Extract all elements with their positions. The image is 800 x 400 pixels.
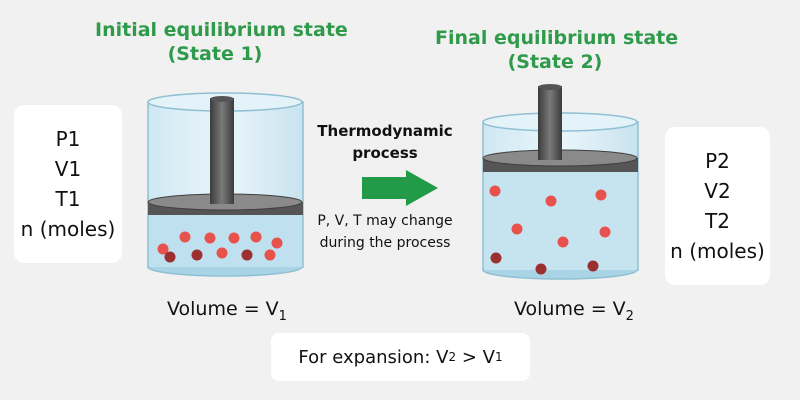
molecule [157,243,169,255]
process-note-line1: P, V, T may change [317,213,453,229]
state2-pressure: P2 [705,149,730,173]
process-title-line1: Thermodynamic [317,122,453,140]
condition-sub-b: 1 [494,350,503,364]
state2-volume-prefix: Volume = V [514,298,626,320]
state1-temperature: T1 [55,187,81,211]
condition-sub-a: 2 [448,350,457,364]
state2-title: Final equilibrium state (State 2) [435,26,679,74]
state1-volume-label: Volume = V1 [167,298,287,324]
state2-volume-label: Volume = V2 [514,298,634,324]
process-title: Thermodynamic process [310,120,460,164]
molecule [271,237,283,249]
cylinder1-rod-top [210,96,234,102]
process-arrow-icon [362,170,438,206]
cylinder-state2-illustration [482,84,639,280]
cylinder1-piston-rod [210,98,234,204]
cylinder2-gas-region [484,172,637,270]
cylinder2-piston-rod [538,86,562,160]
process-note-line2: during the process [319,235,451,251]
state1-moles: n (moles) [20,217,116,241]
state2-variables-card: P2 V2 T2 n (moles) [665,127,770,285]
condition-prefix: For expansion: V [298,346,449,368]
molecule [179,231,191,243]
state1-pressure: P1 [55,127,81,151]
molecule [587,260,599,272]
molecule [204,232,216,244]
cylinder-state1-illustration [147,92,304,277]
state2-temperature: T2 [705,209,730,233]
cylinder2-gas-molecules [489,185,611,275]
molecule [511,223,523,235]
molecule [250,231,262,243]
state2-title-line2: (State 2) [507,51,603,73]
molecule [489,185,501,197]
state1-volume-prefix: Volume = V [167,298,279,320]
molecule [241,249,253,261]
cylinder1-gas-molecules [157,231,283,263]
state2-volume-subscript: 2 [625,308,634,324]
state1-volume: V1 [54,157,82,181]
state1-variables-card: P1 V1 T1 n (moles) [14,105,122,263]
molecule [490,252,502,264]
state2-volume: V2 [704,179,731,203]
molecule [545,195,557,207]
molecule [557,236,569,248]
molecule [599,226,611,238]
state2-title-line1: Final equilibrium state [435,27,679,49]
molecule [264,249,276,261]
state1-title-line1: Initial equilibrium state [95,19,348,41]
cylinder2-rod-top [538,84,562,90]
molecule [164,251,176,263]
state1-volume-subscript: 1 [278,308,287,324]
molecule [228,232,240,244]
state2-moles: n (moles) [670,239,765,263]
process-note: P, V, T may change during the process [310,210,460,254]
molecule [191,249,203,261]
molecule [595,189,607,201]
process-title-line2: process [352,144,418,162]
state1-title-line2: (State 1) [167,43,263,65]
molecule [535,263,547,275]
state1-title: Initial equilibrium state (State 1) [95,18,348,66]
condition-middle: > V [456,346,495,368]
molecule [216,247,228,259]
